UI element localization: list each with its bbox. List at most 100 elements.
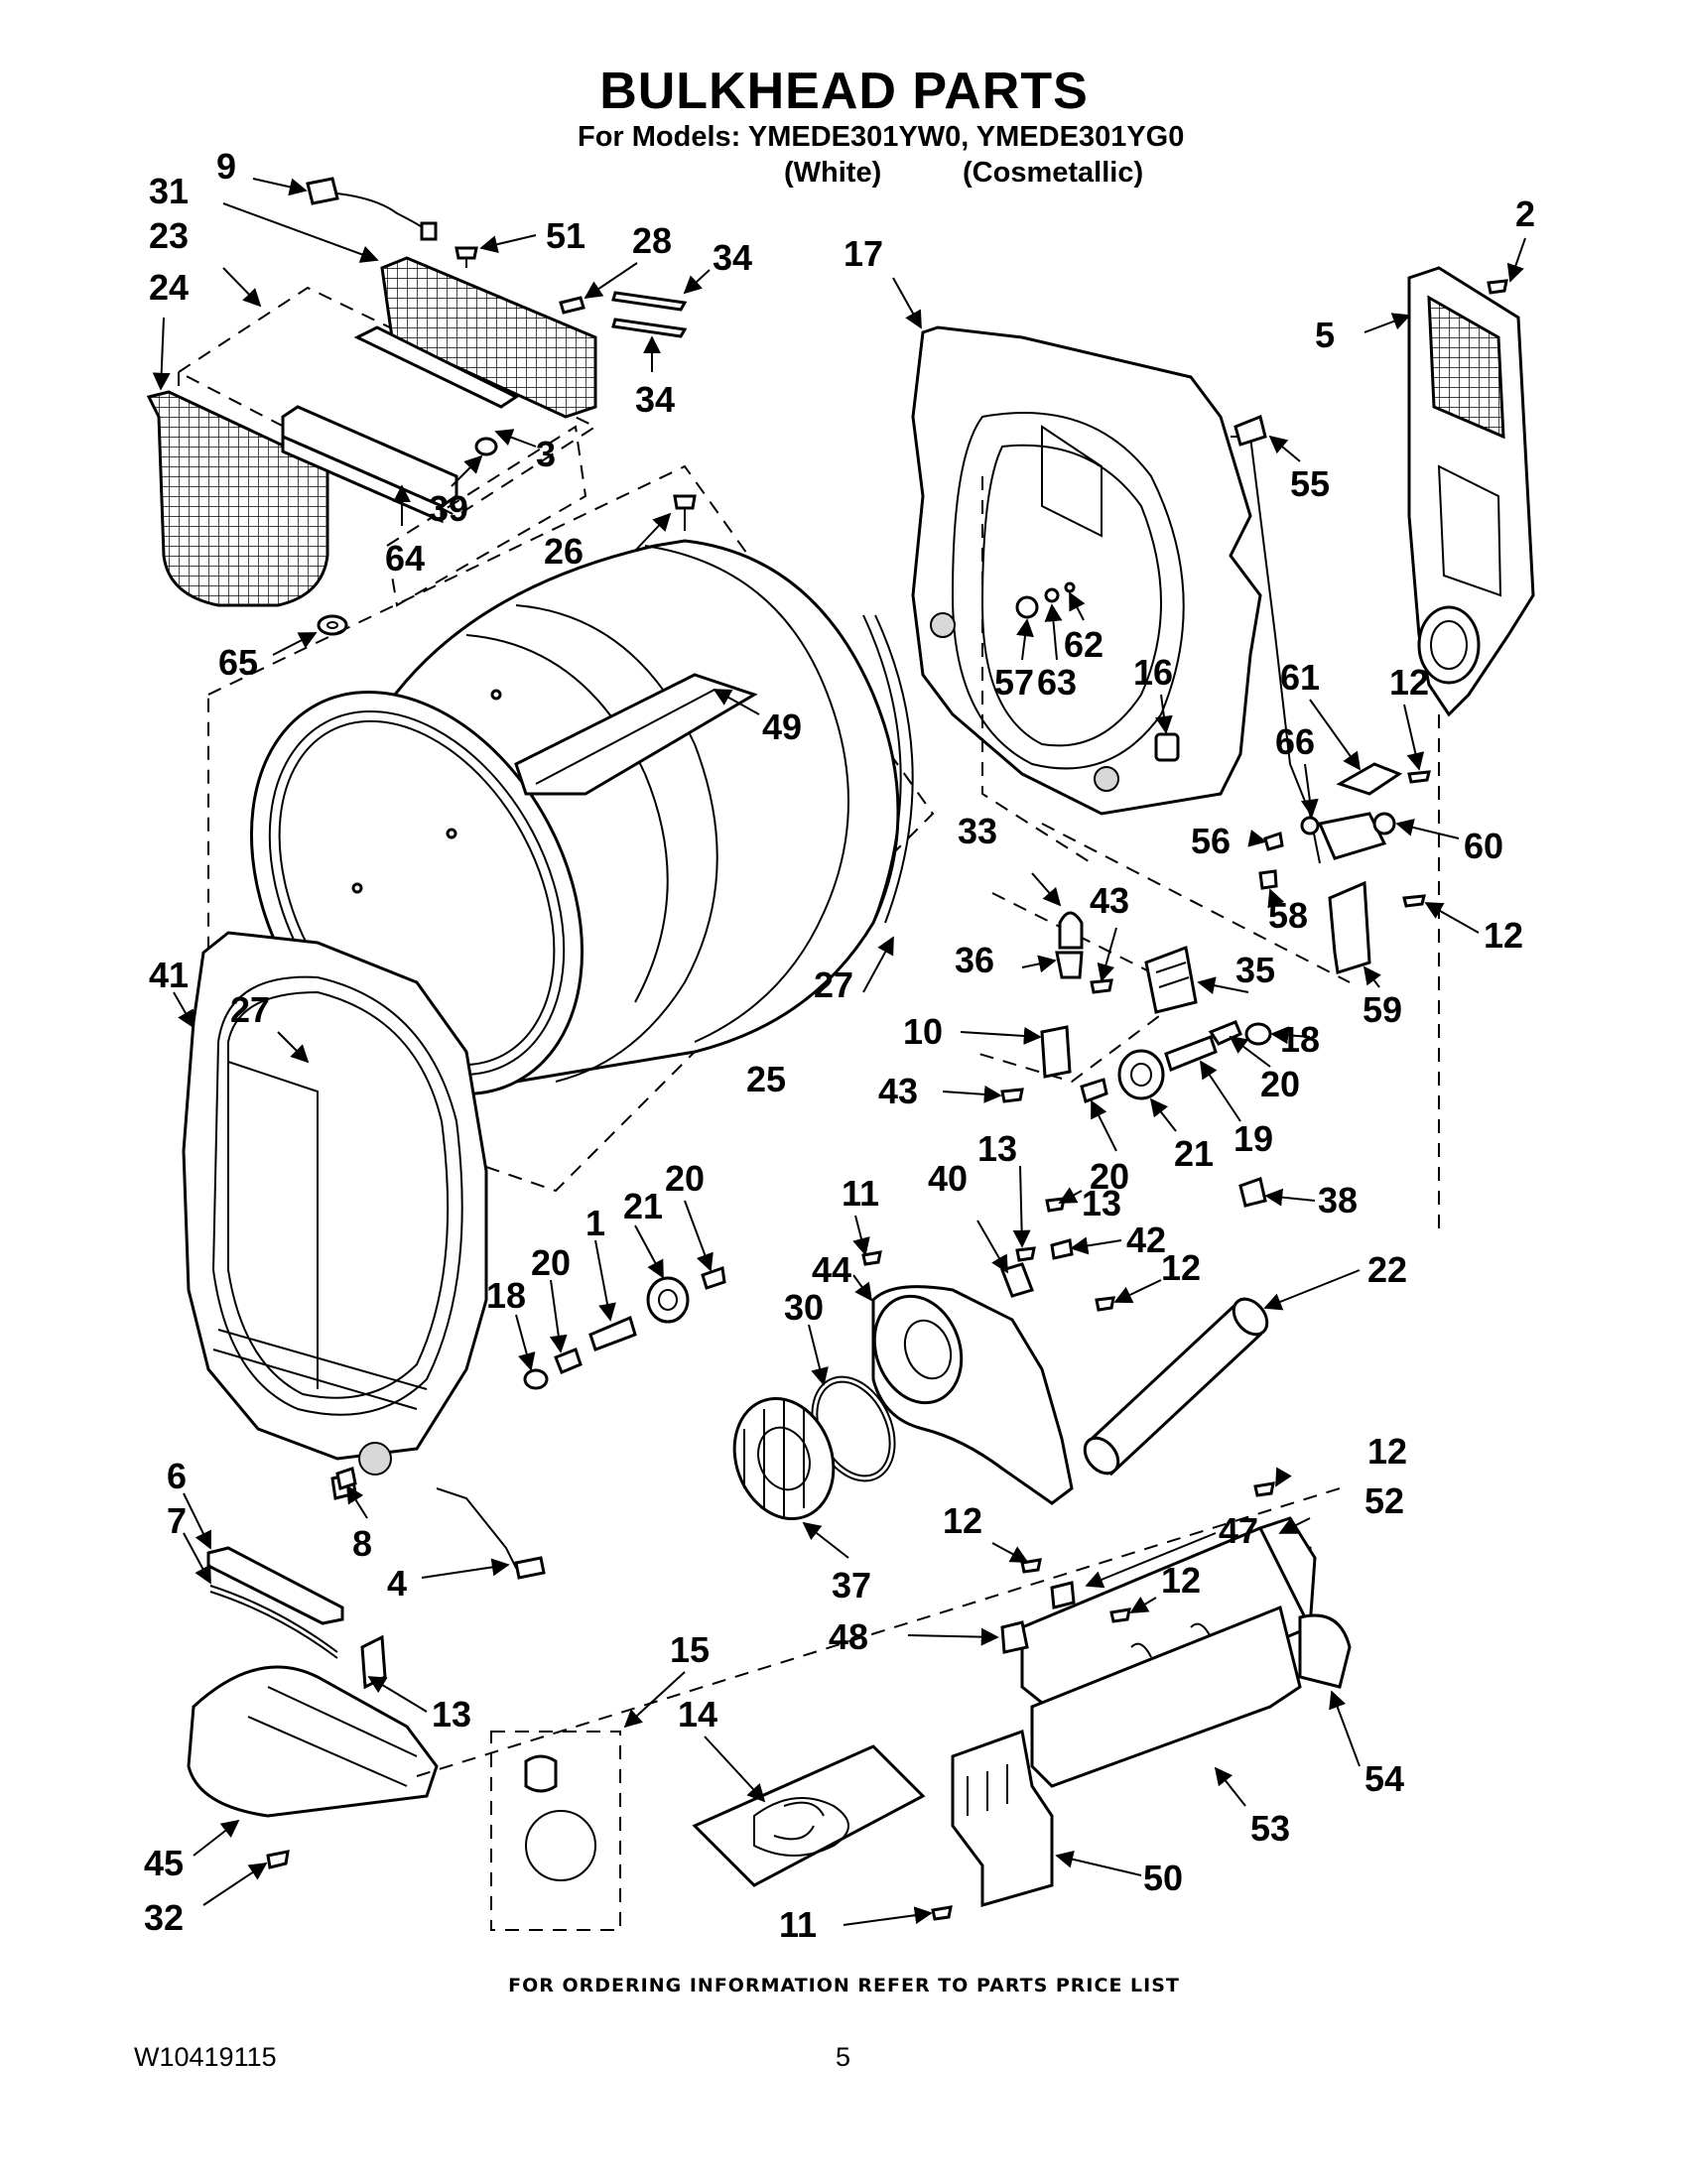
- callout-label: 4: [387, 1563, 407, 1604]
- callout-label: 55: [1290, 463, 1330, 504]
- callout-label: 10: [903, 1011, 943, 1052]
- variant-cosmetallic: (Cosmetallic): [963, 157, 1144, 189]
- callout-label: 14: [678, 1694, 717, 1734]
- variant-white: (White): [784, 157, 882, 189]
- document-number: W10419115: [134, 2042, 277, 2072]
- callout-label: 33: [958, 811, 997, 851]
- roller-parts-right: [1080, 1020, 1272, 1103]
- lower-left-parts: [187, 1467, 1341, 1869]
- callout-label: 8: [352, 1523, 372, 1564]
- callout-label: 45: [144, 1843, 184, 1883]
- callout-label: 38: [1318, 1180, 1358, 1220]
- callout-label: 18: [1280, 1019, 1320, 1060]
- callout-label: 13: [1082, 1183, 1121, 1223]
- callout-label: 34: [635, 379, 675, 420]
- model-numbers: For Models: YMEDE301YW0, YMEDE301YG0: [578, 121, 1185, 153]
- callout-label: 16: [1133, 652, 1173, 693]
- callout-label: 31: [149, 171, 189, 211]
- callout-label: 24: [149, 267, 189, 308]
- callout-label: 47: [1219, 1510, 1258, 1551]
- lint-screen-assembly: [146, 177, 688, 636]
- callout-label: 27: [814, 964, 853, 1005]
- callout-label: 23: [149, 215, 189, 256]
- callout-label: 13: [977, 1128, 1017, 1169]
- callout-label: 63: [1037, 662, 1077, 703]
- callout-label: 25: [746, 1059, 786, 1099]
- callout-label: 21: [623, 1186, 663, 1226]
- blower-assembly: [732, 1177, 1269, 1521]
- callout-label: 3: [536, 434, 556, 474]
- callout-label: 50: [1143, 1858, 1183, 1898]
- roller-parts-left: [523, 1265, 726, 1390]
- callout-label: 30: [784, 1287, 824, 1328]
- callout-label: 37: [832, 1565, 871, 1606]
- callout-label: 35: [1235, 950, 1275, 990]
- callout-label: 58: [1268, 895, 1308, 936]
- callout-label: 41: [149, 955, 189, 995]
- callout-label: 22: [1367, 1249, 1407, 1290]
- callout-label: 54: [1364, 1758, 1404, 1799]
- callout-label: 7: [167, 1500, 187, 1541]
- callout-label: 20: [1090, 1156, 1129, 1197]
- callout-label: 17: [844, 233, 883, 274]
- callout-label: 1: [585, 1203, 605, 1243]
- callout-label: 48: [829, 1616, 868, 1657]
- callout-label: 21: [1174, 1133, 1214, 1174]
- callout-label: 9: [216, 146, 236, 187]
- callout-label: 19: [1234, 1118, 1273, 1159]
- callout-label: 60: [1464, 826, 1503, 866]
- callout-label: 43: [1090, 880, 1129, 921]
- page-title: BULKHEAD PARTS: [599, 63, 1089, 120]
- callout-label: 20: [665, 1158, 705, 1199]
- front-bulkhead: [182, 931, 488, 1500]
- callout-label: 12: [1161, 1247, 1201, 1288]
- callout-label: 12: [1367, 1431, 1407, 1472]
- callout-label: 34: [713, 237, 752, 278]
- callout-label: 52: [1364, 1480, 1404, 1521]
- callout-label: 28: [632, 220, 672, 261]
- rear-duct-panel: [1407, 266, 1535, 1230]
- callout-label: 39: [429, 488, 468, 529]
- heater-housing: [931, 1481, 1352, 1921]
- callout-label: 57: [994, 662, 1034, 703]
- callout-labels: 9 31 51 28 34 34 23 24 3 39 64 65 26 49 …: [144, 146, 1535, 1945]
- callout-label: 66: [1275, 721, 1315, 762]
- callout-label: 43: [878, 1071, 918, 1111]
- rear-bulkhead: [911, 325, 1351, 983]
- sensor-parts: [972, 892, 1198, 1103]
- callout-label: 12: [943, 1500, 982, 1541]
- callout-label: 62: [1064, 624, 1104, 665]
- callout-leaders: [152, 178, 1526, 1926]
- callout-label: 61: [1280, 657, 1320, 698]
- callout-label: 32: [144, 1897, 184, 1938]
- callout-label: 13: [432, 1694, 471, 1734]
- callout-label: 51: [546, 215, 585, 256]
- callout-label: 6: [167, 1456, 187, 1496]
- callout-label: 36: [955, 940, 994, 980]
- callout-label: 18: [486, 1275, 526, 1316]
- callout-label: 20: [1260, 1064, 1300, 1104]
- callout-label: 11: [842, 1173, 879, 1214]
- callout-label: 5: [1315, 315, 1335, 355]
- callout-label: 11: [779, 1904, 817, 1945]
- callout-label: 42: [1126, 1220, 1166, 1260]
- callout-label: 20: [531, 1242, 571, 1283]
- heater-assembly: [490, 1731, 926, 1931]
- callout-label: 40: [928, 1158, 968, 1199]
- callout-label: 59: [1363, 989, 1402, 1030]
- callout-label: 12: [1161, 1560, 1201, 1601]
- callout-label: 12: [1389, 662, 1429, 703]
- callout-label: 27: [230, 989, 270, 1030]
- callout-label: 64: [385, 538, 425, 578]
- callout-label: 65: [218, 642, 258, 683]
- callout-label: 12: [1484, 915, 1523, 956]
- valve-assembly: [1258, 762, 1431, 974]
- callout-label: 2: [1515, 193, 1535, 234]
- callout-label: 26: [544, 531, 584, 572]
- callout-label: 49: [762, 707, 802, 747]
- callout-label: 44: [812, 1249, 851, 1290]
- ordering-note: FOR ORDERING INFORMATION REFER TO PARTS …: [508, 1975, 1180, 1996]
- callout-label: 56: [1191, 821, 1231, 861]
